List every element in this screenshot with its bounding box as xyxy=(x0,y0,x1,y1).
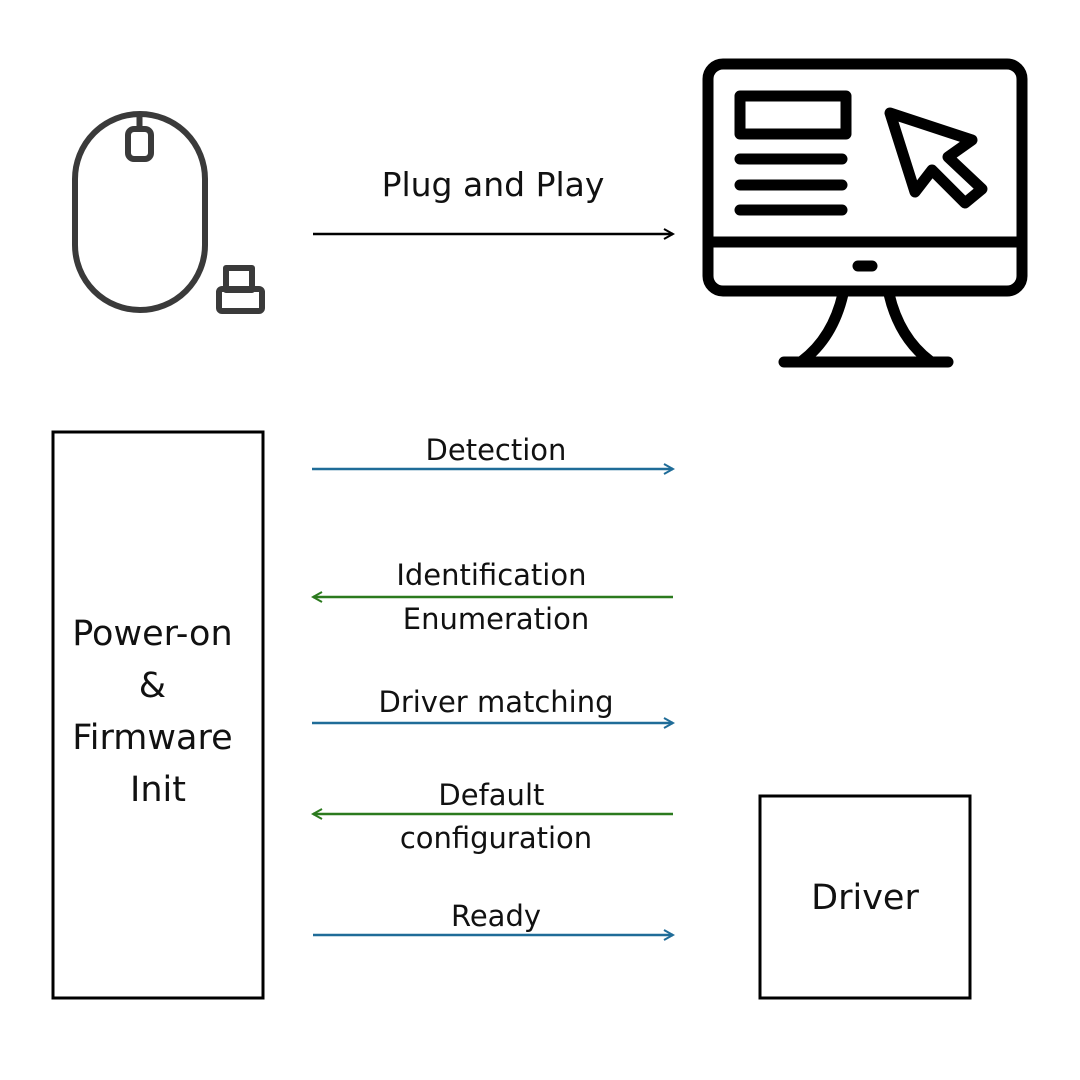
step-driver-matching-label: Driver matching xyxy=(378,685,613,719)
title-label: Plug and Play xyxy=(382,165,605,204)
firmware-line: Firmware xyxy=(72,718,232,758)
step-identification-label: Identification Enumeration xyxy=(396,558,595,636)
ampersand-line: & xyxy=(139,666,166,706)
usb-mouse-icon xyxy=(72,111,265,314)
power-on-label: Power-on & Firmware Init xyxy=(72,614,244,810)
driver-box xyxy=(758,794,972,1000)
step-ready-label: Ready xyxy=(451,899,541,933)
init-line: Init xyxy=(130,770,186,810)
power-on-box xyxy=(51,430,265,1000)
step-default-configuration-label: Default configuration xyxy=(400,778,592,855)
driver-label: Driver xyxy=(811,878,919,918)
computer-monitor-icon xyxy=(702,58,1028,368)
step-detection-label: Detection xyxy=(426,433,567,467)
power-on-line: Power-on xyxy=(72,614,232,654)
